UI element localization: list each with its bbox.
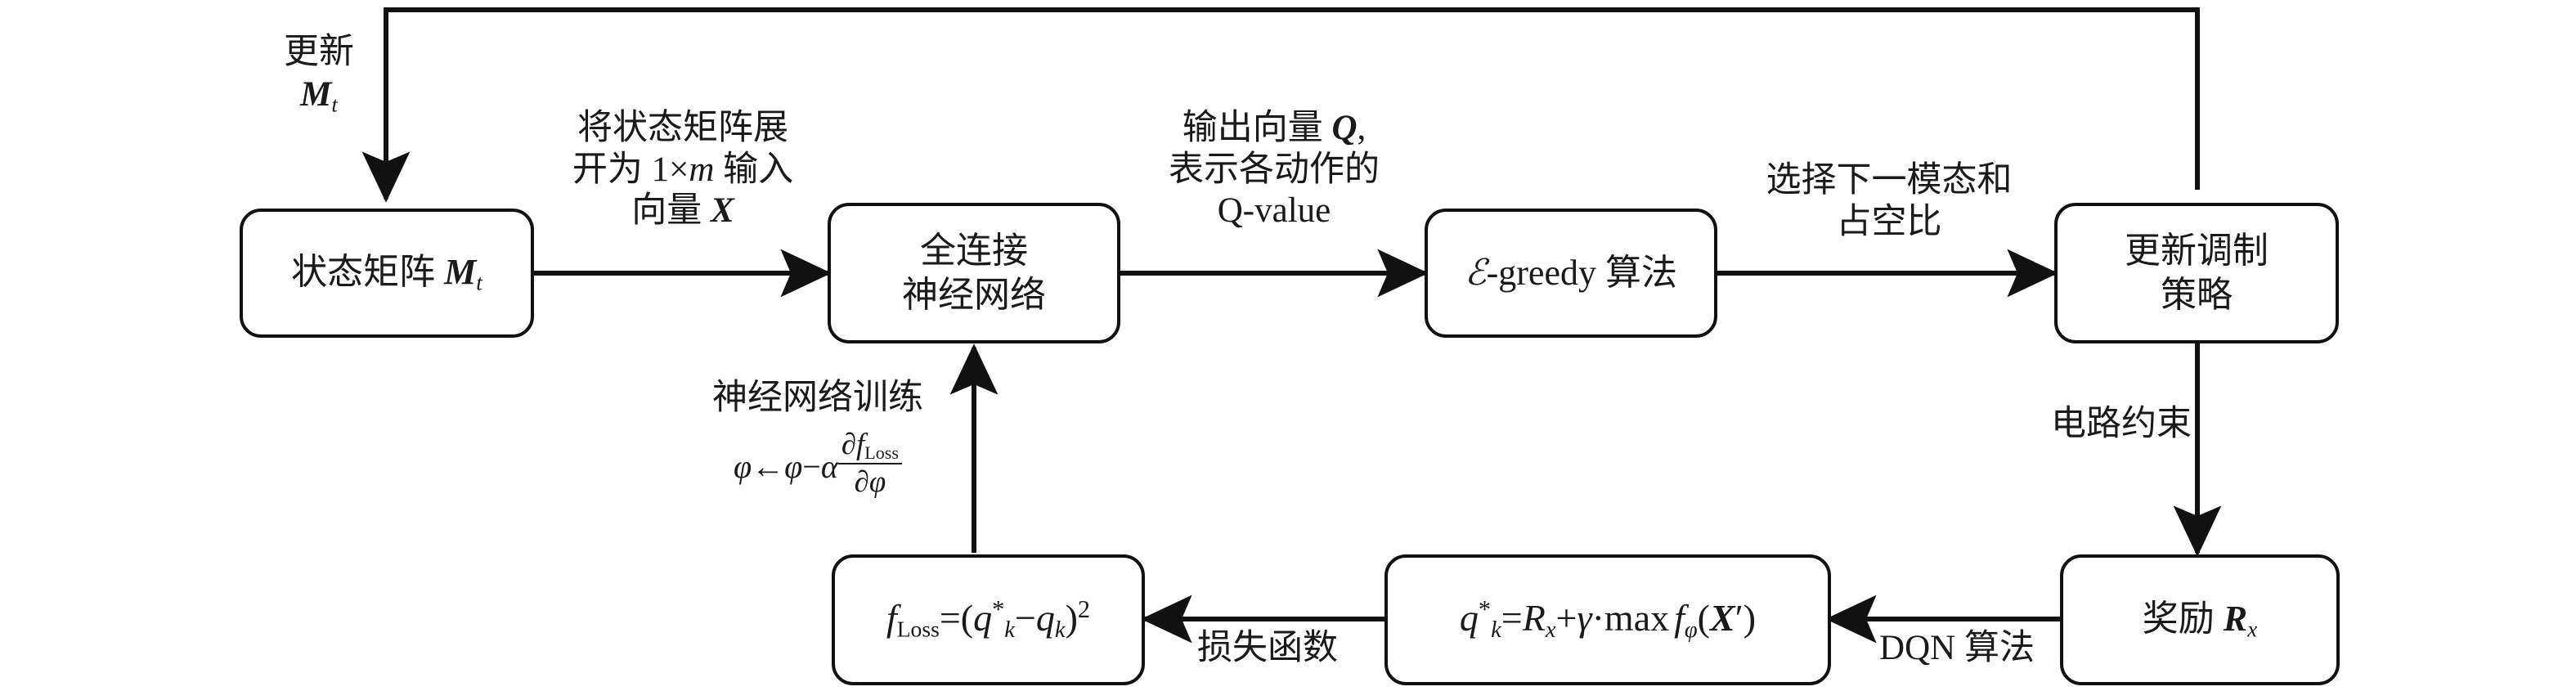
edge-label-circuit-constraint: 电路约束 <box>1987 404 2192 446</box>
nn-training-formula: φ←φ−α∂fLoss∂φ <box>679 428 957 497</box>
node-neural-network[interactable]: 全连接 神经网络 <box>828 203 1120 343</box>
reward-symbol-sub: x <box>2247 617 2258 642</box>
select-action-line2: 占空比 <box>1836 202 1942 241</box>
update-policy-line2: 策略 <box>2161 275 2233 315</box>
edge-label-q-output: 输出向量 Q, 表示各动作的 Q-value <box>1127 108 1421 232</box>
flatten-line3: 向量 X <box>631 191 734 231</box>
node-state-matrix-label: 状态矩阵 Mt <box>291 251 482 295</box>
loss-function-text: 损失函数 <box>1197 629 1338 667</box>
neural-network-line1: 全连接 <box>920 231 1028 271</box>
edge-label-loss-function: 损失函数 <box>1161 628 1374 670</box>
flatten-line1: 将状态矩阵展 <box>577 109 788 147</box>
state-matrix-symbol: M <box>444 251 477 292</box>
update-policy-line1: 更新调制 <box>2125 231 2269 271</box>
edge-label-dqn-algorithm: DQN 算法 <box>1838 628 2076 670</box>
node-update-policy-label: 更新调制 策略 <box>2116 229 2277 316</box>
dqn-algorithm-text: DQN 算法 <box>1879 629 2035 667</box>
node-egreedy-label: ℰ-greedy 算法 <box>1456 251 1685 295</box>
node-neural-network-label: 全连接 神经网络 <box>894 229 1054 316</box>
reward-symbol: R <box>2223 598 2248 639</box>
node-loss-formula: fLoss=(q*k−qk)2 <box>886 595 1091 643</box>
node-loss[interactable]: fLoss=(q*k−qk)2 <box>832 554 1145 685</box>
edge-label-nn-training: 神经网络训练 φ←φ−α∂fLoss∂φ <box>679 378 957 497</box>
edge-label-flatten: 将状态矩阵展 开为 1×m 输入 向量 X <box>523 108 842 232</box>
epsilon-symbol: ℰ <box>1464 253 1487 294</box>
egreedy-text: -greedy 算法 <box>1486 253 1677 294</box>
node-egreedy[interactable]: ℰ-greedy 算法 <box>1425 209 1717 338</box>
flatten-line2: 开为 1×m 输入 <box>572 150 794 189</box>
update-feedback-symbol-sub: t <box>331 92 338 117</box>
update-feedback-symbol: M <box>300 75 332 114</box>
q-output-line3: Q-value <box>1217 191 1331 231</box>
select-action-line1: 选择下一模态和 <box>1766 161 2013 200</box>
neural-network-line2: 神经网络 <box>902 275 1046 315</box>
nn-training-line1: 神经网络训练 <box>712 379 923 417</box>
update-feedback-line1: 更新 <box>284 33 354 71</box>
node-state-matrix[interactable]: 状态矩阵 Mt <box>240 209 534 338</box>
edge-label-select-action: 选择下一模态和 占空比 <box>1726 160 2053 243</box>
node-update-policy[interactable]: 更新调制 策略 <box>2054 203 2339 343</box>
circuit-constraint-text: 电路约束 <box>2051 405 2192 443</box>
node-reward-label: 奖励 Rx <box>2142 598 2258 642</box>
q-output-line1: 输出向量 Q, <box>1182 109 1367 147</box>
q-output-line2: 表示各动作的 <box>1169 150 1380 189</box>
node-reward[interactable]: 奖励 Rx <box>2060 554 2340 685</box>
gradient-fraction: ∂fLoss∂φ <box>837 428 902 497</box>
edge-label-update-feedback: 更新 Mt <box>270 31 368 118</box>
state-matrix-symbol-sub: t <box>476 270 482 295</box>
